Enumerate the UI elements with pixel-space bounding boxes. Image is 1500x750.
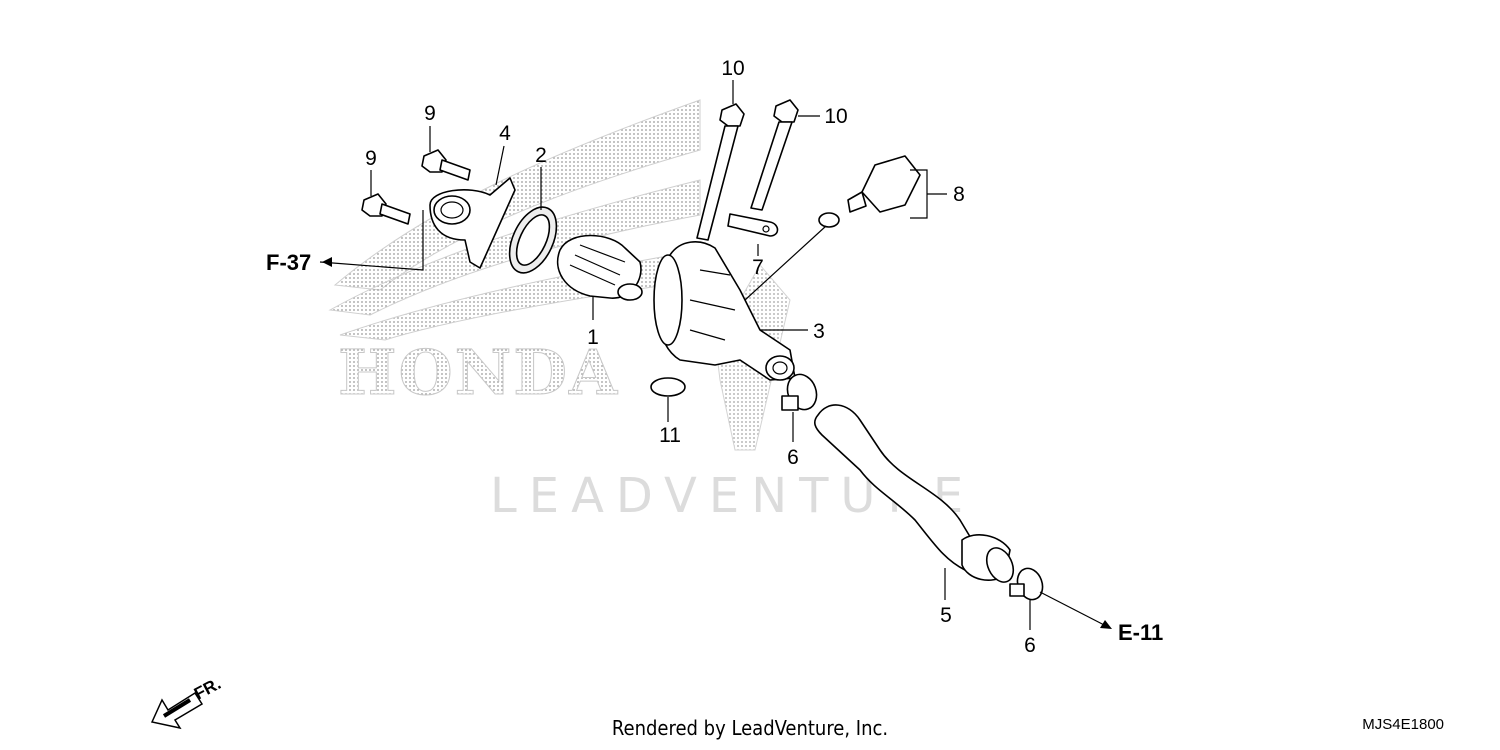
hose-clamp-6-lower xyxy=(1009,567,1044,601)
hose-clamp-6-upper xyxy=(781,373,818,411)
callout-5: 5 xyxy=(940,604,952,627)
thermostat-housing-3 xyxy=(653,241,796,381)
callout-10-right: 10 xyxy=(824,105,847,128)
arrow-head-left xyxy=(322,257,332,267)
callout-6-lower: 6 xyxy=(1024,634,1036,657)
callout-2: 2 xyxy=(535,144,547,167)
callout-3: 3 xyxy=(813,320,825,343)
callout-9-upper: 9 xyxy=(424,102,436,125)
water-hose-5 xyxy=(813,404,1015,583)
callout-11: 11 xyxy=(659,424,681,447)
brand-watermark: HONDA xyxy=(338,336,619,409)
thermostat-cover-4 xyxy=(429,177,516,269)
bolt-10-right xyxy=(750,99,799,211)
arrow-head-right xyxy=(1100,620,1112,629)
leader-lines xyxy=(319,80,1111,630)
bolt-9-upper xyxy=(421,149,471,181)
diagram-code: MJS4E1800 xyxy=(1362,716,1444,733)
callout-9-lower: 9 xyxy=(365,147,377,170)
bolt-9-lower xyxy=(361,193,411,225)
callout-10-left: 10 xyxy=(721,57,744,80)
bracket-7 xyxy=(727,213,779,237)
thermostat-1 xyxy=(556,234,643,301)
callout-1: 1 xyxy=(587,326,599,349)
temperature-sensor-8 xyxy=(818,155,921,228)
bolt-10-left xyxy=(696,103,745,241)
callout-7: 7 xyxy=(752,256,764,279)
reference-left: F-37 xyxy=(266,250,311,275)
o-ring-11 xyxy=(650,377,686,397)
reference-right: E-11 xyxy=(1118,620,1163,645)
callout-8: 8 xyxy=(953,183,965,206)
callout-4: 4 xyxy=(499,122,511,145)
callout-6-upper: 6 xyxy=(787,446,799,469)
footer-credit: Rendered by LeadVenture, Inc. xyxy=(611,716,889,740)
gasket-2 xyxy=(508,206,558,274)
